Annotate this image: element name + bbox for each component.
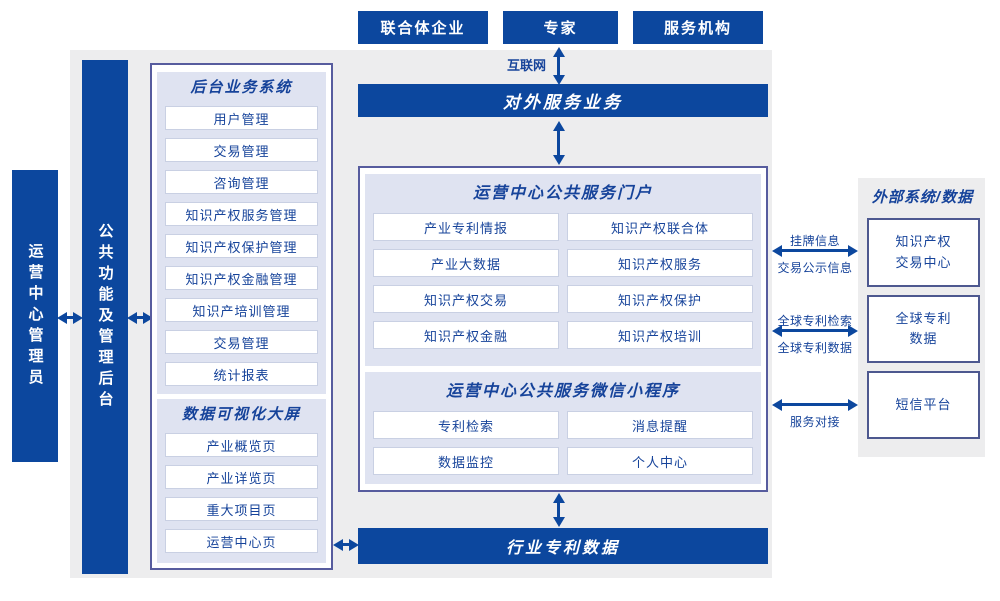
miniprogram-item: 专利检索 [373,411,559,439]
system-box-sms: 短信平台 [867,371,980,439]
backend-panel-title: 后台业务系统 [190,79,293,96]
global-patent-search-label: 全球专利检索 [777,314,853,328]
portal-item: 产业大数据 [373,249,559,277]
backend-item: 交易管理 [165,138,318,162]
global-patent-arrow-icon [781,329,849,332]
backend-item: 咨询管理 [165,170,318,194]
global-patent-data-label: 全球专利数据 [777,341,853,355]
portal-box: 运营中心公共服务门户 产业专利情报 知识产权联合体 产业大数据 知识产权服务 知… [358,166,768,492]
miniprogram-item: 消息提醒 [567,411,753,439]
miniprogram-item: 数据监控 [373,447,559,475]
system-box-global-patent: 全球专利 数据 [867,295,980,363]
portal-item: 知识产权服务 [567,249,753,277]
listing-info-label: 挂牌信息 [789,234,840,248]
portal-item: 知识产权交易 [373,285,559,313]
external-panel-title: 外部系统/数据 [871,189,974,206]
backend-system-panel: 后台业务系统 用户管理 交易管理 咨询管理 知识产权服务管理 知识产权保护管理 … [157,72,326,394]
industry-patent-data-bar: 行业专利数据 [358,528,768,564]
external-service-bar: 对外服务业务 [358,84,768,117]
miniprogram-item: 个人中心 [567,447,753,475]
actor-consortium-enterprises: 联合体企业 [358,11,488,44]
trade-publicity-label: 交易公示信息 [777,261,853,275]
admin-backend-arrow-icon [66,316,74,319]
external-systems-panel: 外部系统/数据 知识产权 交易中心 全球专利 数据 短信平台 [858,178,985,457]
service-portal-arrow-icon [557,130,560,156]
miniprogram-panel: 运营中心公共服务微信小程序 专利检索 消息提醒 数据监控 个人中心 [365,372,761,484]
system-box-ip-exchange: 知识产权 交易中心 [867,218,980,287]
backend-item: 知识产权服务管理 [165,202,318,226]
portal-panel: 运营中心公共服务门户 产业专利情报 知识产权联合体 产业大数据 知识产权服务 知… [365,174,761,366]
portal-item: 知识产权培训 [567,321,753,349]
internet-arrow-icon [557,56,560,76]
service-link-label: 服务对接 [789,415,840,429]
dashboard-item: 产业概览页 [165,433,318,457]
dashboard-item: 重大项目页 [165,497,318,521]
listing-info-arrow-icon [781,249,849,252]
backend-item: 统计报表 [165,362,318,386]
portal-item: 知识产权联合体 [567,213,753,241]
miniprogram-panel-title: 运营中心公共服务微信小程序 [445,383,680,400]
internet-label: 互联网 [506,58,546,73]
admin-rail: 运营中心管理员 [12,170,58,462]
portal-item: 知识产权金融 [373,321,559,349]
backend-item: 用户管理 [165,106,318,130]
backend-item: 知识产权金融管理 [165,266,318,290]
dashboard-panel: 数据可视化大屏 产业概览页 产业详览页 重大项目页 运营中心页 [157,399,326,563]
backend-item: 知识产权保护管理 [165,234,318,258]
actor-experts: 专家 [503,11,618,44]
backend-item: 交易管理 [165,330,318,354]
portal-panel-title: 运营中心公共服务门户 [472,185,653,202]
dashboard-data-arrow-icon [342,543,350,546]
backend-panel-arrow-icon [136,316,144,319]
portal-data-arrow-icon [557,502,560,518]
backend-item: 知识产培训管理 [165,298,318,322]
portal-item: 知识产权保护 [567,285,753,313]
service-link-arrow-icon [781,403,849,406]
actor-service-organizations: 服务机构 [633,11,763,44]
dashboard-item: 产业详览页 [165,465,318,489]
dashboard-panel-title: 数据可视化大屏 [181,406,301,423]
dashboard-item: 运营中心页 [165,529,318,553]
backend-systems-box: 后台业务系统 用户管理 交易管理 咨询管理 知识产权服务管理 知识产权保护管理 … [150,63,333,570]
portal-item: 产业专利情报 [373,213,559,241]
backend-rail: 公共功能及管理后台 [82,60,128,574]
